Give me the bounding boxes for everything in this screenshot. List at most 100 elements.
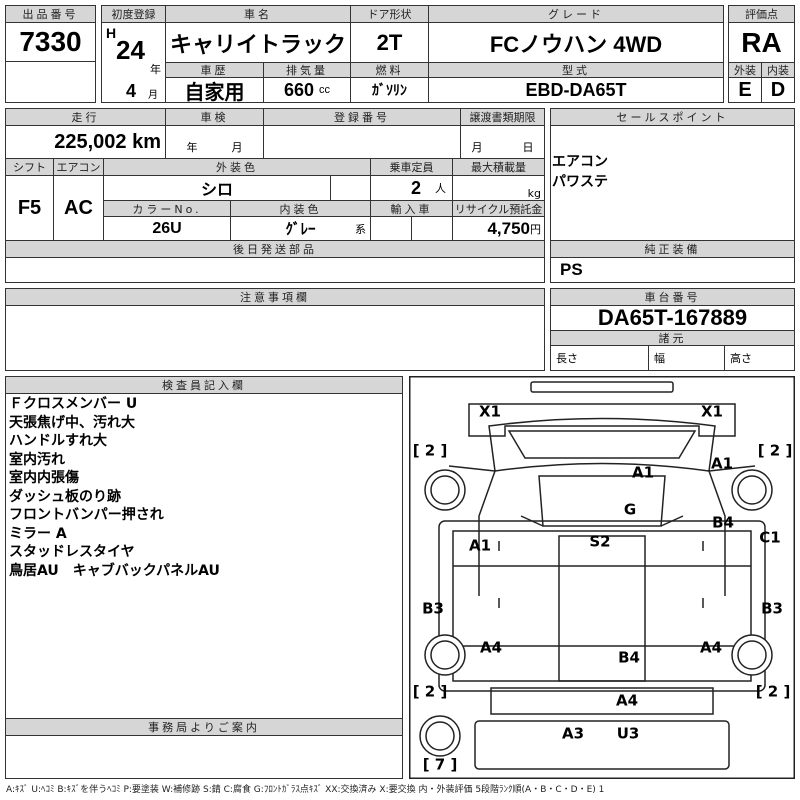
ext-grade: E xyxy=(728,77,762,103)
inspection-month-unit: 月 xyxy=(231,141,243,154)
car-name-label: 車名 xyxy=(165,5,351,23)
damage-mark: S2 xyxy=(589,533,610,551)
damage-mark: U3 xyxy=(617,725,640,743)
width-label: 幅 xyxy=(648,345,725,371)
first-reg-label: 初度登録 xyxy=(101,5,166,23)
inspection-label: 車検 xyxy=(165,108,264,126)
first-reg-value: H 24 年 4 月 xyxy=(101,22,166,103)
year: 24 xyxy=(116,35,145,65)
damage-mark: X1 xyxy=(479,403,501,421)
ac-label: エアコン xyxy=(53,158,104,176)
chassis-label: 車台番号 xyxy=(550,288,795,306)
capacity-label: 乗車定員 xyxy=(370,158,453,176)
office-box xyxy=(5,735,403,779)
damage-mark: C1 xyxy=(759,529,780,547)
import-a xyxy=(370,216,412,241)
displacement-value: 660 xyxy=(283,79,315,100)
era: H xyxy=(106,25,117,41)
equipment: PS xyxy=(550,257,795,283)
damage-mark: [ 2 ] xyxy=(413,442,448,460)
damage-mark: G xyxy=(624,501,636,519)
note-line: ミラー A xyxy=(9,525,67,542)
office-label: 事務局よりご案内 xyxy=(5,718,403,736)
damage-mark: [ 7 ] xyxy=(423,756,458,774)
mileage: 225,002 km xyxy=(5,125,166,159)
caution-label: 注意事項欄 xyxy=(5,288,545,306)
color-number: 26U xyxy=(103,216,231,241)
note-line: フロントバンパー押され xyxy=(9,507,164,523)
shift-label: シフト xyxy=(5,158,54,176)
ext-label: 外装 xyxy=(728,62,762,78)
fuel: ｶﾞｿﾘﾝ xyxy=(350,77,429,103)
reg-no-label: 登録番号 xyxy=(263,108,461,126)
damage-mark: B4 xyxy=(712,514,734,532)
score: RA xyxy=(728,22,795,63)
transfer-month-unit: 月 xyxy=(471,141,483,154)
transfer-label: 譲渡書類期限 xyxy=(460,108,545,126)
note-line: 室内内張傷 xyxy=(9,470,79,486)
note-line: 鳥居AU キャブバックパネルAU xyxy=(9,562,220,579)
recycle-label: リサイクル預託金 xyxy=(452,200,545,217)
month-unit: 月 xyxy=(148,90,158,101)
equipment-label: 純正装備 xyxy=(550,240,795,258)
mileage-label: 走行 xyxy=(5,108,166,126)
length-label: 長さ xyxy=(550,345,649,371)
max-load-unit: kg xyxy=(452,175,545,201)
transfer-value: 月日 xyxy=(460,125,545,159)
reg-no-value xyxy=(263,125,461,159)
inspector-notes: Ｆクロスメンバー U 天張焦げ中、汚れ大 ハンドルすれ大 室内汚れ 室内内張傷 … xyxy=(9,395,220,580)
capacity-unit: 人 xyxy=(435,182,446,195)
inspector-label: 検査員記入欄 xyxy=(5,376,403,394)
damage-mark: [ 2 ] xyxy=(413,683,448,701)
displacement-unit: cc xyxy=(319,84,331,96)
note-line: 天張焦げ中、汚れ大 xyxy=(9,414,135,431)
damage-mark: A4 xyxy=(700,639,722,657)
door-type: 2T xyxy=(350,22,429,63)
int-label: 内装 xyxy=(761,62,795,78)
wheels xyxy=(419,469,773,757)
damage-mark: A3 xyxy=(562,725,584,743)
note-line: ダッシュ板のり跡 xyxy=(9,488,121,505)
damage-mark: A4 xyxy=(616,692,638,710)
sales-point-item: パワステ xyxy=(552,174,608,190)
sales-point-list: エアコンパワステ xyxy=(552,152,608,192)
lot-empty xyxy=(5,61,96,103)
inspection-year-unit: 年 xyxy=(186,141,198,154)
truck-outline xyxy=(409,376,795,779)
model-label: 型式 xyxy=(428,62,724,78)
max-load-label: 最大積載量 xyxy=(452,158,545,176)
note-line: 室内汚れ xyxy=(9,451,65,468)
later-parts-label: 後日発送部品 xyxy=(5,240,545,258)
note-line: Ｆクロスメンバー U xyxy=(9,396,138,412)
interior-value: ｸﾞﾚｰ xyxy=(285,221,316,238)
shift: F5 xyxy=(5,175,54,241)
caution-box xyxy=(5,305,545,371)
grade-label: グレード xyxy=(428,5,724,23)
legend: A:ｷｽﾞ U:ﾍｺﾐ B:ｷｽﾞを伴うﾍｺﾐ P:要塗装 W:補修跡 S:錆 … xyxy=(6,785,605,795)
interior-label: 内装色 xyxy=(230,200,371,217)
displacement: 660 cc xyxy=(263,77,351,103)
color-label: 外装色 xyxy=(103,158,371,176)
fuel-label: 燃料 xyxy=(350,62,429,78)
damage-mark: A1 xyxy=(711,455,733,473)
color-no-label: カラーNo. xyxy=(103,200,231,217)
lot-label: 出品番号 xyxy=(5,5,96,23)
damage-mark: A4 xyxy=(480,639,502,657)
month: 4 xyxy=(126,81,137,101)
inspection-value: 年月 xyxy=(165,125,264,159)
vehicle-diagram: X1 X1 [ 2 ] [ 2 ] A1 A1 G B4 A1 S2 C1 B3… xyxy=(409,376,795,779)
recycle-unit: 円 xyxy=(530,222,541,236)
sales-point-item: エアコン xyxy=(552,154,608,170)
displacement-label: 排気量 xyxy=(263,62,351,78)
chassis-number: DA65T-167889 xyxy=(550,305,795,331)
transfer-day-unit: 日 xyxy=(522,141,534,154)
sales-point-label: セールスポイント xyxy=(550,108,795,126)
color-extra xyxy=(330,175,371,201)
grade: FCノウハン 4WD xyxy=(428,22,724,63)
damage-mark: B3 xyxy=(761,600,783,618)
height-label: 高さ xyxy=(724,345,795,371)
exterior-color: シロ xyxy=(103,175,331,201)
score-label: 評価点 xyxy=(728,5,795,23)
